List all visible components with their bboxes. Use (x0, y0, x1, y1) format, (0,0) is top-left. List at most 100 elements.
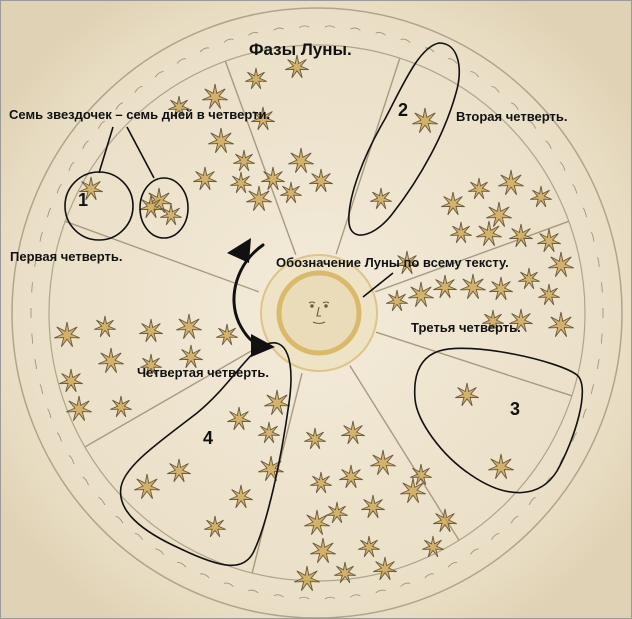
star-icon (460, 273, 486, 299)
number-1: 1 (78, 190, 89, 210)
star-icon (285, 54, 309, 79)
star-icon (433, 274, 457, 299)
star-icon (450, 221, 472, 244)
number-3: 3 (510, 399, 521, 419)
star-icon (530, 185, 552, 208)
group-3-outline (413, 347, 584, 494)
script-stroke (375, 32, 386, 36)
star-icon (66, 395, 92, 421)
pointer-to-moon (362, 272, 394, 298)
arrow-head-top (227, 238, 251, 263)
script-stroke (559, 161, 566, 171)
script-stroke (248, 589, 259, 594)
script-stroke (528, 496, 536, 506)
star-icon (160, 203, 182, 226)
script-stroke (223, 38, 234, 43)
script-stroke (134, 533, 143, 540)
star-icon (216, 323, 238, 346)
script-stroke (545, 140, 552, 150)
star-icon (304, 509, 330, 535)
star-icon (168, 95, 190, 118)
script-stroke (491, 533, 500, 540)
star-icon (548, 311, 574, 337)
label-fourth-quarter: Четвертая четверть. (137, 365, 269, 380)
star-icon (98, 347, 124, 373)
group-1-circle-b (139, 177, 189, 239)
group-4-outline (119, 342, 292, 567)
star-icon (54, 321, 80, 347)
star-icon (482, 309, 504, 332)
star-icon (488, 453, 514, 479)
script-stroke (34, 256, 37, 267)
script-stroke (115, 515, 124, 524)
script-stroke (134, 85, 143, 93)
label-second-quarter: Вторая четверть. (456, 109, 568, 124)
arrow-head-bottom (251, 334, 275, 357)
script-stroke (528, 120, 537, 129)
script-stroke (177, 561, 187, 568)
script-stroke (248, 32, 259, 36)
script-stroke (98, 496, 106, 506)
script-stroke (56, 432, 62, 442)
script-stroke (350, 27, 361, 31)
star-icon (94, 315, 116, 338)
label-third-quarter: Третья четверть. (411, 320, 521, 335)
script-stroke (447, 561, 457, 568)
script-stroke (298, 25, 310, 28)
script-stroke (155, 548, 164, 555)
script-stroke (31, 333, 34, 344)
script-stroke (597, 358, 600, 370)
moon-face-circle (276, 270, 362, 356)
script-stroke (82, 140, 89, 150)
star-icon (310, 471, 332, 494)
star-icon (134, 473, 160, 499)
script-stroke (324, 25, 336, 28)
script-stroke (510, 515, 519, 524)
script-stroke (298, 596, 310, 600)
star-icon (246, 185, 272, 211)
script-stroke (68, 454, 75, 465)
star-icon (489, 276, 513, 301)
star-icon (59, 368, 83, 393)
star-icon (441, 191, 465, 216)
star-icon (202, 83, 228, 109)
star-icon (140, 353, 162, 376)
script-stroke (582, 207, 587, 218)
star-icon (433, 508, 457, 533)
script-stroke (400, 38, 411, 43)
script-stroke (324, 596, 336, 600)
script-stroke (68, 161, 75, 171)
star-icon (326, 501, 348, 524)
outer-ring (11, 7, 623, 618)
star-icon (79, 176, 103, 201)
script-stroke (424, 573, 435, 579)
band-divider (375, 220, 570, 293)
star-icon (486, 201, 512, 227)
star-icon (294, 565, 320, 591)
script-stroke (273, 594, 284, 598)
script-stroke (470, 71, 480, 78)
script-stroke (600, 333, 603, 344)
script-stroke (223, 582, 234, 587)
band-divider (224, 60, 297, 255)
star-icon (341, 420, 365, 445)
star-icon (498, 169, 524, 195)
star-icon (358, 535, 380, 558)
star-icon (468, 177, 490, 200)
band-divider (375, 331, 573, 397)
script-stroke (47, 408, 52, 419)
star-icon (193, 166, 217, 191)
script-stroke (176, 58, 186, 64)
script-stroke (590, 231, 595, 242)
star-icon (334, 561, 356, 584)
star-icon (395, 250, 419, 275)
manuscript-writing (30, 25, 604, 600)
script-stroke (34, 358, 37, 370)
star-icon (339, 464, 363, 489)
star-icon (537, 228, 561, 253)
script-stroke (97, 120, 106, 129)
script-stroke (600, 282, 603, 293)
pointer-lines (98, 126, 394, 298)
number-4: 4 (203, 428, 214, 448)
